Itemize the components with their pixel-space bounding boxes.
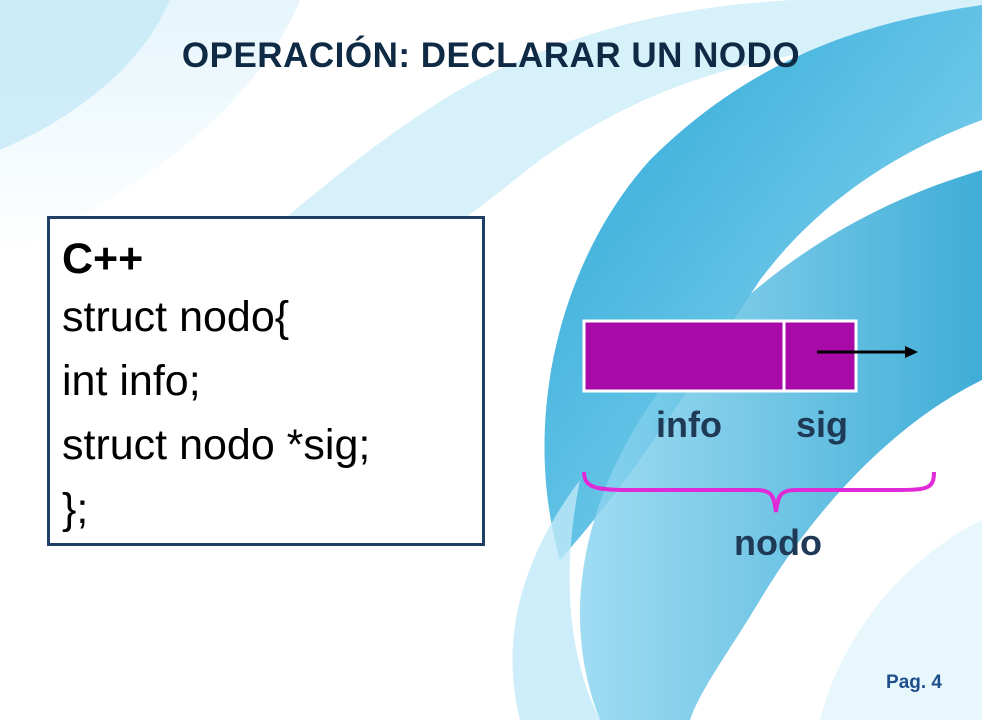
- code-line: int info;: [62, 357, 201, 405]
- node-sig-cell: [782, 319, 858, 393]
- field-label-info: info: [656, 404, 722, 445]
- code-line: struct nodo{: [62, 293, 290, 341]
- node-diagram: info sig nodo: [560, 300, 960, 580]
- code-box: C++ struct nodo{ int info; struct nodo *…: [47, 216, 485, 546]
- node-brace: [582, 471, 936, 513]
- code-line: };: [62, 485, 89, 533]
- pointer-arrow-head: [905, 346, 918, 358]
- field-label-sig: sig: [796, 404, 849, 445]
- code-line: struct nodo *sig;: [62, 421, 371, 469]
- node-label: nodo: [734, 522, 822, 563]
- slide-title: OPERACIÓN: DECLARAR UN NODO: [181, 36, 801, 75]
- page-number: Pag. 4: [886, 672, 942, 693]
- code-language-label: C++: [62, 235, 144, 283]
- node-info-cell: [582, 319, 786, 393]
